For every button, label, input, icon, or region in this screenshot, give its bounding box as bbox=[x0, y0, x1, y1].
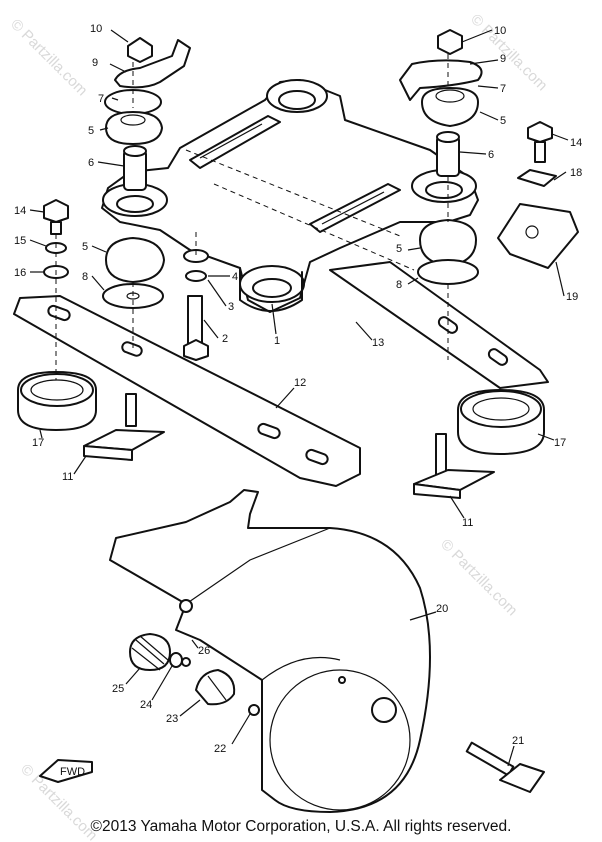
watermark-top-right: © Partzilla.com bbox=[467, 11, 550, 94]
callout-11-right: 11 bbox=[462, 517, 473, 529]
callout-6-right: 6 bbox=[488, 149, 494, 161]
callout-26: 26 bbox=[198, 645, 210, 657]
callout-5-lower-right: 5 bbox=[396, 243, 402, 255]
callout-6-left: 6 bbox=[88, 157, 94, 169]
callout-20: 20 bbox=[436, 603, 448, 615]
callout-18: 18 bbox=[570, 167, 582, 179]
callout-9-left: 9 bbox=[92, 57, 98, 69]
callout-5-lower-left: 5 bbox=[82, 241, 88, 253]
right-lower-parts bbox=[417, 121, 579, 285]
callout-23: 23 bbox=[166, 713, 178, 725]
callout-9-right: 9 bbox=[500, 53, 506, 65]
left-mount-stack bbox=[104, 37, 191, 191]
callout-5-left: 5 bbox=[88, 125, 94, 137]
watermark-mid-right: © Partzilla.com bbox=[437, 536, 520, 619]
callout-2: 2 bbox=[222, 333, 228, 345]
callout-21: 21 bbox=[512, 735, 524, 747]
fwd-arrow-icon: FWD bbox=[39, 759, 93, 783]
left-lower-parts bbox=[43, 199, 209, 361]
callout-17-right: 17 bbox=[554, 437, 566, 449]
copyright-notice: ©2013 Yamaha Motor Corporation, U.S.A. A… bbox=[90, 818, 512, 835]
watermark-top-left: © Partzilla.com bbox=[7, 16, 90, 99]
callout-14-right: 14 bbox=[570, 137, 582, 149]
callout-15: 15 bbox=[14, 235, 26, 247]
callout-7-left: 7 bbox=[98, 93, 104, 105]
bracket-parts bbox=[83, 393, 495, 499]
callout-3: 3 bbox=[228, 301, 234, 313]
callout-22: 22 bbox=[214, 743, 226, 755]
drain-bolt-part bbox=[465, 741, 545, 793]
callout-13: 13 bbox=[372, 337, 384, 349]
alignment-lines bbox=[55, 54, 449, 380]
callout-10-left: 10 bbox=[90, 23, 102, 35]
callout-25: 25 bbox=[112, 683, 124, 695]
callout-1: 1 bbox=[274, 335, 280, 347]
callout-24: 24 bbox=[140, 699, 152, 711]
callout-14-left: 14 bbox=[14, 205, 26, 217]
callout-10-right: 10 bbox=[494, 25, 506, 37]
leader-lines bbox=[29, 29, 569, 767]
callout-labels: 10 9 7 5 6 14 15 16 5 8 4 3 2 1 10 9 7 5… bbox=[14, 23, 582, 755]
callout-12: 12 bbox=[294, 377, 306, 389]
callout-16: 16 bbox=[14, 267, 26, 279]
callout-4: 4 bbox=[232, 271, 238, 283]
callout-17-left: 17 bbox=[32, 437, 44, 449]
fuel-tank-part bbox=[109, 489, 431, 813]
fwd-label: FWD bbox=[60, 766, 85, 778]
callout-19: 19 bbox=[566, 291, 578, 303]
callout-5-right: 5 bbox=[500, 115, 506, 127]
collar-parts bbox=[17, 371, 545, 455]
callout-11-left: 11 bbox=[62, 471, 73, 483]
callout-8-right: 8 bbox=[396, 279, 402, 291]
callout-7-right: 7 bbox=[500, 83, 506, 95]
cross-plate-parts bbox=[13, 261, 549, 487]
right-mount-stack bbox=[399, 29, 483, 177]
valve-assembly-part bbox=[129, 633, 236, 706]
callout-8-left: 8 bbox=[82, 271, 88, 283]
